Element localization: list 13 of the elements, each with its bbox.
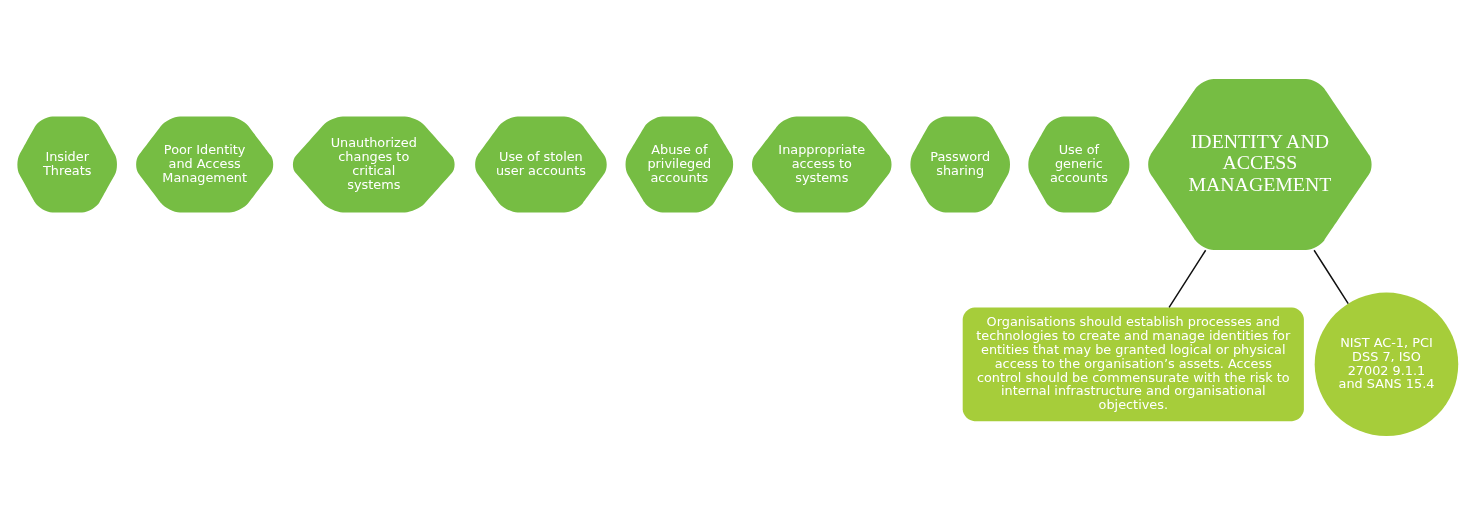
node-ellipse: Use of stolen user accounts: [475, 116, 607, 213]
connector: [1313, 249, 1349, 305]
node-ellipse: Unauthorized changes to critical systems: [292, 116, 455, 213]
node-ellipse: IDENTITY AND ACCESS MANAGEMENT: [1148, 78, 1372, 251]
connector: [1168, 249, 1207, 309]
node-ellipse: Poor Identity and Access Management: [136, 116, 274, 213]
node-ellipse: Abuse of privileged accounts: [625, 116, 734, 213]
node-ellipse: Inappropriate access to systems: [752, 116, 892, 213]
node-box: Organisations should establish processes and technologies to create and manage identities for entities that may be granted logical or physical access to the organisation’s assets. Access control should be commensurate with the risk to internal infrastructure and organisational objectives.: [962, 307, 1304, 422]
node-circle: Use of generic accounts: [1028, 116, 1130, 213]
node-circle: NIST AC-1, PCI DSS 7, ISO 27002 9.1.1 and SANS 15.4: [1314, 292, 1459, 437]
node-circle: Password sharing: [910, 116, 1010, 213]
node-circle: Insider Threats: [17, 116, 117, 213]
